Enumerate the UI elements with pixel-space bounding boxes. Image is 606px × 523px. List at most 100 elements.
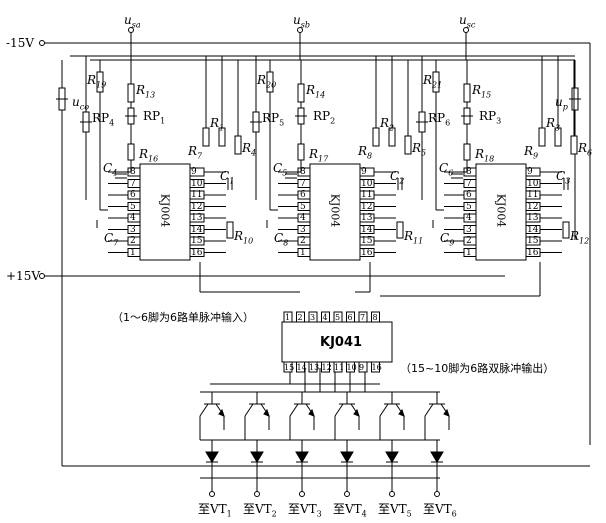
kj004-unit-3-pin-label: 10 [527,178,539,189]
kj004-unit-3-r-out [562,221,570,239]
kj004-unit-1-chip [139,163,191,261]
pos-supply-terminal [39,273,45,279]
kj004-unit-3-pin-label: 16 [527,247,539,258]
kj004-unit-1-r-a-label: R1 [210,116,225,133]
phase-a-terminal [128,27,134,33]
driver-2-arrow [263,408,270,417]
input-note: （1～6脚为6路单脉冲输入） [112,311,254,324]
kj041-bottom-pin-label: 13 [309,363,320,372]
kj004-unit-2-pin-label: 16 [361,247,373,258]
kj004-unit-2-rbot [297,143,305,161]
kj004-unit-1-name: KJ004 [158,193,172,228]
driver-4-collector [334,403,344,417]
kj004-unit-1-r-out [226,221,234,239]
kj004-unit-1-r-c-label: R4 [242,141,257,158]
kj041-top-pin-label: 6 [347,313,353,322]
kj004-unit-3-r-b [538,127,546,147]
kj041-bottom-pin-label: 14 [296,363,307,372]
kj004-unit-3-chip [475,163,527,261]
kj004-unit-3-pin-label: 7 [466,178,472,189]
kj004-unit-1-rp-label: RP1 [143,109,166,126]
phase-c-terminal [463,27,469,33]
kj004-unit-3-r-b-label: R9 [524,144,539,161]
kj041-chip [281,321,393,363]
driver-2-terminal [254,491,260,497]
kj041-bottom-pin-label: 9 [359,363,365,372]
driver-4-terminal [344,491,350,497]
kj004-unit-1-rbot [127,143,135,161]
kj004-unit-3-c-timing-label: C6 [439,161,454,178]
kj004-unit-1-pin-label: 4 [130,213,136,223]
driver-6-diode [430,451,444,463]
driver-6-terminal [434,491,440,497]
kj004-unit-2-r-b-label: R8 [358,144,373,161]
kj004-unit-3-pin-label: 12 [527,201,539,212]
output-label-1: 至VT1 [198,502,232,519]
kj004-unit-3-rtop-label: R21 [423,73,443,90]
kj004-unit-2-c-coupling [397,178,403,190]
kj004-unit-1-c-coupling [227,178,233,190]
driver-3-arrow [308,408,315,417]
kj004-unit-3-rp-label: RP3 [479,109,502,126]
kj004-unit-3-pin-label: 6 [466,190,472,200]
pos-supply-label: +15V [6,269,40,283]
kj004-unit-2-rtop-label: R20 [257,73,277,90]
driver-1-terminal [209,491,215,497]
kj004-unit-1-pin-label: 7 [130,178,136,189]
kj004-unit-2-pin-label: 3 [300,224,306,235]
kj041-top-pin-label: 1 [285,313,291,322]
driver-1-diode [205,451,219,463]
output-label-5: 至VT5 [378,502,412,519]
kj004-unit-1-c-low-label: C7 [104,231,119,248]
kj004-unit-1-r-out-label: R10 [234,229,254,246]
kj004-unit-1-c-coupling-label: C1 [220,169,235,186]
phase-b-terminal [297,27,303,33]
kj004-unit-1-pin-label: 2 [130,236,136,246]
driver-4-arrow [353,408,360,417]
kj004-unit-2-pin-label: 5 [300,201,306,212]
driver-5-collector [379,403,389,417]
kj004-unit-2-rp-left-label: RP5 [262,111,285,128]
kj004-unit-1-pin-label: 3 [130,224,136,235]
kj004-unit-2-pin-label: 9 [361,167,367,177]
kj004-unit-3-pin-label: 1 [466,247,472,258]
kj004-unit-2-r-a-label: R2 [380,116,395,133]
kj004-unit-2-c-low-label: C8 [274,231,289,248]
kj004-unit-1-pin-label: 12 [191,201,203,212]
driver-6-arrow [443,408,450,417]
phase-c-label: usc [459,13,476,30]
kj041-bottom-pin-label: 12 [321,363,332,372]
kj004-unit-3-r-c-label: R6 [578,141,593,158]
kj004-unit-3-pin-label: 3 [466,224,472,235]
kj004-unit-1-pin-label: 8 [130,167,136,177]
output-label-3: 至VT3 [288,502,322,519]
output-label-4: 至VT4 [333,502,367,519]
kj004-unit-1-pin-label: 15 [191,236,203,246]
kj004-unit-2-rp-label: RP2 [313,109,336,126]
kj004-unit-1-pin-label: 16 [191,247,203,258]
driver-5-diode [385,451,399,463]
kj004-unit-2-pin-label: 6 [300,190,306,200]
kj004-unit-2-rbot-label: R17 [309,147,329,164]
kj004-unit-3-r-a-label: R3 [546,116,561,133]
kj004-unit-1-rp-left-label: RP4 [92,111,115,128]
kj004-unit-1-c-timing [115,173,127,179]
kj004-unit-2-chip [309,163,361,261]
phase-b-label: usb [293,13,310,30]
driver-1-collector [199,403,209,417]
kj004-unit-2-pin-label: 11 [361,190,373,200]
kj004-unit-3-c-low-label: C9 [440,231,455,248]
driver-2-diode [250,451,264,463]
kj004-unit-2-pin-label: 10 [361,178,373,189]
kj004-unit-2-r-b [372,127,380,147]
kj004-unit-1-pin-label: 11 [191,190,203,200]
kj004-unit-2-pin-label: 8 [300,167,306,177]
kj004-unit-3-name: KJ004 [494,193,508,228]
driver-3-collector [289,403,299,417]
kj004-unit-2-r-out [396,221,404,239]
kj004-unit-1-rmid [127,83,135,103]
kj004-unit-1-c-timing-label: C4 [103,161,118,178]
kj004-unit-2-r-c [404,135,412,155]
kj004-unit-1-pin-label: 10 [191,178,203,189]
kj041-top-pin-label: 7 [360,313,366,322]
